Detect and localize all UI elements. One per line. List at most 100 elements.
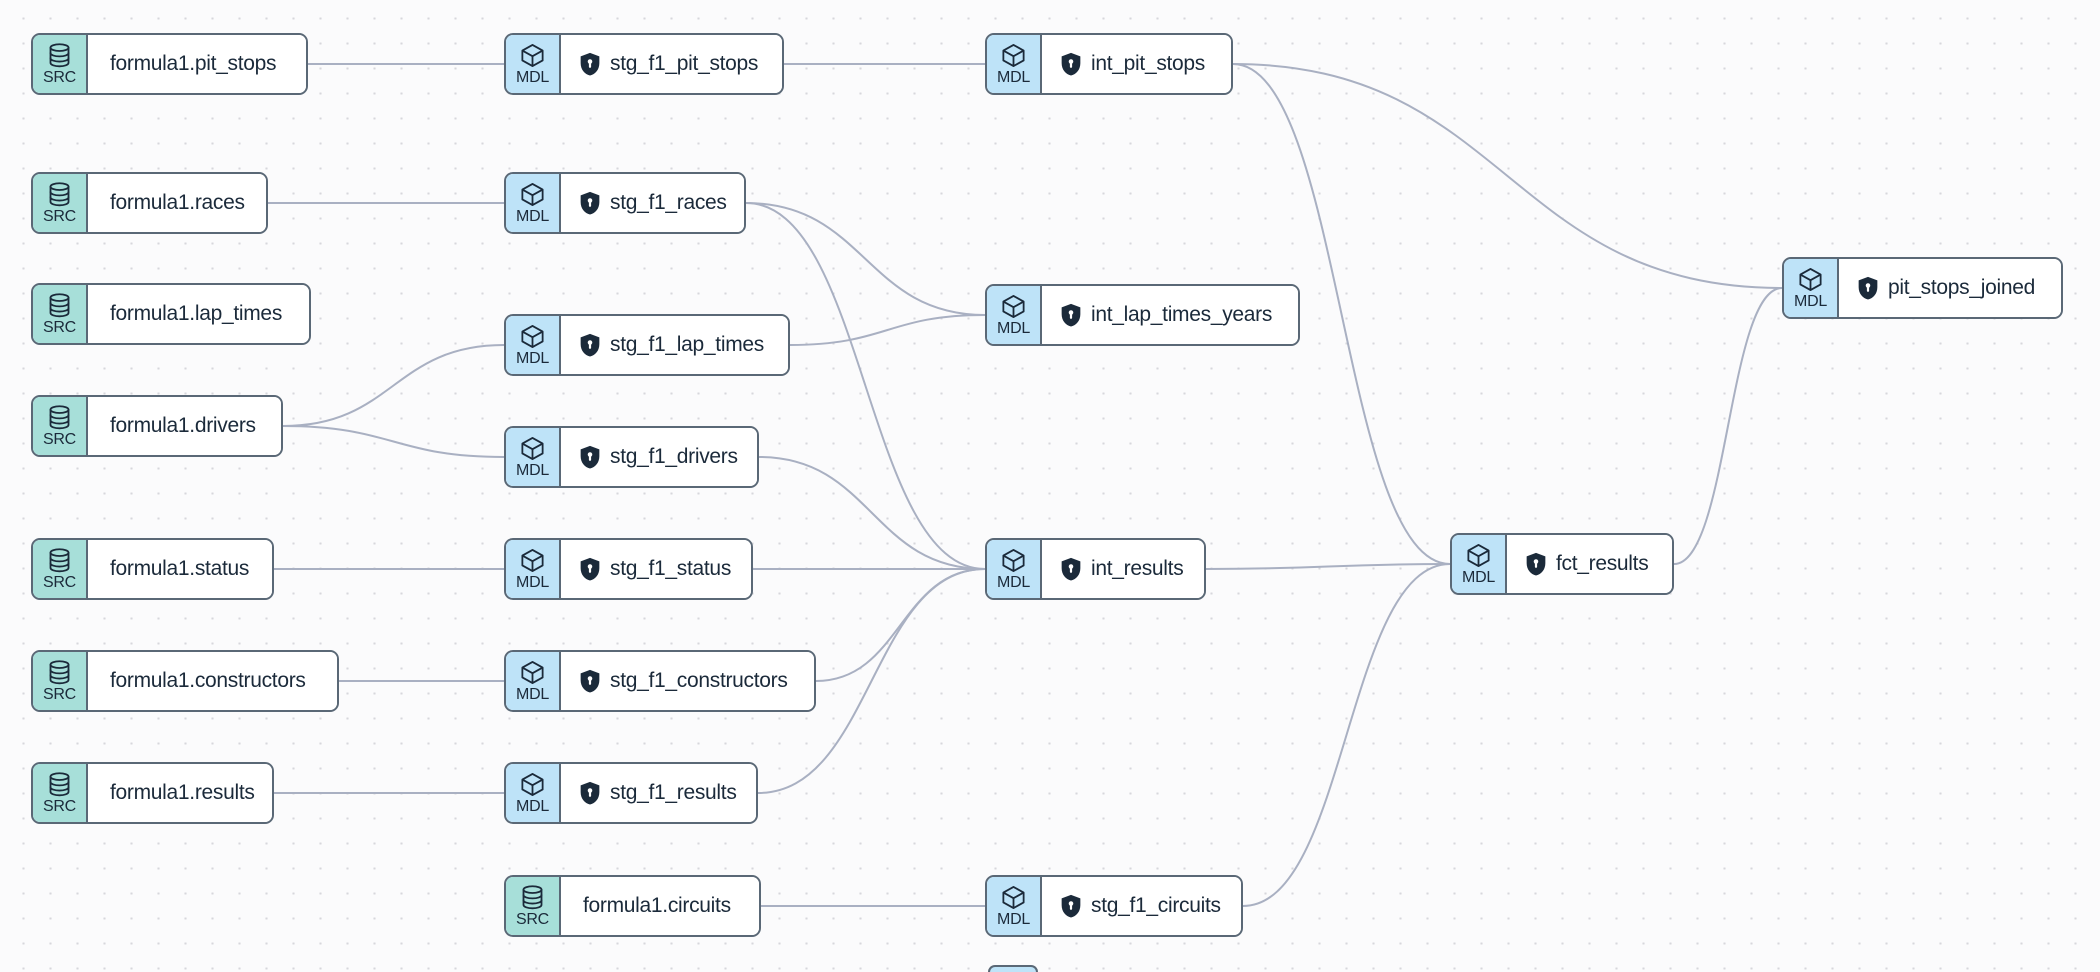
cube-icon <box>521 437 544 460</box>
badge-label: SRC <box>43 319 76 336</box>
database-icon <box>49 772 70 797</box>
cube-icon <box>1002 44 1025 67</box>
edge-stg_f1_lap_times-int_lap_times_years <box>789 314 986 346</box>
badge-label: SRC <box>43 69 76 86</box>
edge-stg_f1_constructors-int_results <box>815 568 986 682</box>
shield-icon <box>580 52 600 76</box>
node-src_lap_times[interactable]: SRC formula1.lap_times <box>31 283 311 345</box>
model-badge: MDL <box>1452 535 1507 593</box>
shield-icon <box>580 191 600 215</box>
node-label: formula1.races <box>110 191 245 214</box>
node-label: stg_f1_drivers <box>610 445 738 468</box>
node-stg_f1_races[interactable]: MDL stg_f1_races <box>504 172 746 234</box>
shield-icon <box>580 333 600 357</box>
node-body: formula1.drivers <box>88 397 281 455</box>
shield-icon <box>580 557 600 581</box>
shield-icon <box>1061 303 1081 327</box>
partial-node <box>988 965 1038 972</box>
badge-label: SRC <box>43 208 76 225</box>
model-badge: MDL <box>506 316 561 374</box>
node-body: stg_f1_lap_times <box>561 316 788 374</box>
source-badge: SRC <box>33 174 88 232</box>
database-icon <box>49 43 70 68</box>
node-src_status[interactable]: SRC formula1.status <box>31 538 274 600</box>
shield-icon <box>1061 52 1081 76</box>
model-badge: MDL <box>1784 259 1839 317</box>
cube-icon <box>521 773 544 796</box>
cube-icon <box>521 549 544 572</box>
node-stg_f1_results[interactable]: MDL stg_f1_results <box>504 762 758 824</box>
cube-icon <box>521 661 544 684</box>
badge-label: MDL <box>1794 293 1827 310</box>
database-icon <box>522 885 543 910</box>
node-body: formula1.status <box>88 540 272 598</box>
badge-label: MDL <box>516 462 549 479</box>
node-src_races[interactable]: SRC formula1.races <box>31 172 268 234</box>
source-badge: SRC <box>33 764 88 822</box>
node-int_results[interactable]: MDL int_results <box>985 538 1206 600</box>
database-icon <box>49 405 70 430</box>
node-body: formula1.lap_times <box>88 285 309 343</box>
edge-int_pit_stops-pit_stops_joined <box>1232 63 1783 289</box>
node-stg_f1_circuits[interactable]: MDL stg_f1_circuits <box>985 875 1243 937</box>
shield-icon <box>1858 276 1878 300</box>
node-label: int_pit_stops <box>1091 52 1206 75</box>
node-body: formula1.circuits <box>561 877 759 935</box>
source-badge: SRC <box>33 285 88 343</box>
badge-label: MDL <box>516 798 549 815</box>
model-badge: MDL <box>987 540 1042 598</box>
badge-label: SRC <box>43 686 76 703</box>
node-label: formula1.status <box>110 557 250 580</box>
model-badge: MDL <box>506 652 561 710</box>
node-body: formula1.races <box>88 174 266 232</box>
node-label: stg_f1_circuits <box>1091 894 1221 917</box>
shield-icon <box>1061 894 1081 918</box>
database-icon <box>49 660 70 685</box>
node-label: formula1.constructors <box>110 669 306 692</box>
node-label: formula1.pit_stops <box>110 52 277 75</box>
database-icon <box>49 293 70 318</box>
node-body: formula1.results <box>88 764 272 822</box>
cube-icon <box>1799 268 1822 291</box>
edge-stg_f1_races-int_lap_times_years <box>745 202 986 316</box>
database-icon <box>49 548 70 573</box>
badge-label: MDL <box>516 208 549 225</box>
cube-icon <box>521 183 544 206</box>
node-label: int_results <box>1091 557 1184 580</box>
node-src_results[interactable]: SRC formula1.results <box>31 762 274 824</box>
node-body: int_lap_times_years <box>1042 286 1298 344</box>
badge-label: SRC <box>43 798 76 815</box>
badge-label: MDL <box>997 69 1030 86</box>
node-int_pit_stops[interactable]: MDL int_pit_stops <box>985 33 1233 95</box>
node-src_pit_stops[interactable]: SRC formula1.pit_stops <box>31 33 308 95</box>
edge-stg_f1_circuits-fct_results <box>1242 563 1451 907</box>
edge-src_drivers-stg_f1_lap_times <box>282 344 505 427</box>
node-label: pit_stops_joined <box>1888 276 2035 299</box>
source-badge: SRC <box>33 397 88 455</box>
cube-icon <box>1467 544 1490 567</box>
source-badge: SRC <box>33 540 88 598</box>
node-stg_f1_drivers[interactable]: MDL stg_f1_drivers <box>504 426 759 488</box>
node-body: stg_f1_circuits <box>1042 877 1241 935</box>
node-body: stg_f1_races <box>561 174 744 232</box>
node-src_constructors[interactable]: SRC formula1.constructors <box>31 650 339 712</box>
node-pit_stops_joined[interactable]: MDL pit_stops_joined <box>1782 257 2063 319</box>
shield-icon <box>580 781 600 805</box>
node-body: stg_f1_results <box>561 764 756 822</box>
node-label: stg_f1_results <box>610 781 737 804</box>
model-badge: MDL <box>987 35 1042 93</box>
model-badge: MDL <box>506 174 561 232</box>
node-label: stg_f1_status <box>610 557 732 580</box>
shield-icon <box>1061 557 1081 581</box>
model-badge: MDL <box>987 877 1042 935</box>
